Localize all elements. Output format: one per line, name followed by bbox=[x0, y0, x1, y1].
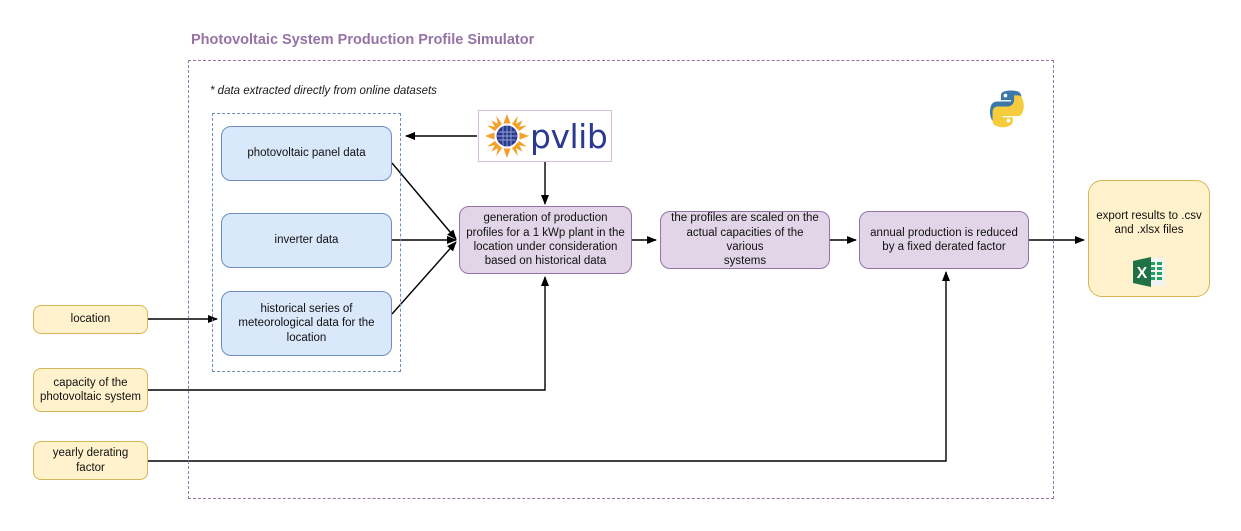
node-meteorological-data[interactable]: historical series of meteorological data… bbox=[221, 291, 392, 356]
node-label: photovoltaic panel data bbox=[247, 147, 366, 160]
node-inverter-data[interactable]: inverter data bbox=[221, 213, 392, 268]
node-label: inverter data bbox=[274, 234, 339, 247]
connector-panel-data-to-generation bbox=[391, 162, 457, 240]
pvlib-sun-icon bbox=[485, 114, 529, 158]
connector-derating-to-derating-applied bbox=[148, 271, 950, 462]
node-label: capacity of the photovoltaic system bbox=[40, 376, 141, 403]
node-label: generation of production profiles for a … bbox=[466, 212, 625, 268]
node-label: annual production is reduced by a fixed … bbox=[870, 226, 1018, 253]
node-input-derating-factor[interactable]: yearly derating factor bbox=[33, 441, 148, 480]
node-process-generation[interactable]: generation of production profiles for a … bbox=[459, 206, 632, 274]
python-logo-icon bbox=[989, 90, 1024, 128]
page-title: Photovoltaic System Production Profile S… bbox=[191, 32, 535, 48]
online-datasets-boundary bbox=[212, 113, 401, 372]
node-input-location[interactable]: location bbox=[33, 305, 148, 334]
node-label: export results to .csv and .xlsx files bbox=[1096, 210, 1202, 237]
pvlib-logo: pvlib bbox=[478, 110, 612, 162]
node-input-capacity[interactable]: capacity of the photovoltaic system bbox=[33, 368, 148, 412]
node-label: the profiles are scaled on the actual ca… bbox=[671, 212, 819, 268]
node-label: historical series of meteorological data… bbox=[238, 302, 375, 344]
svg-text:X: X bbox=[1137, 265, 1148, 282]
connector-capacity-to-generation bbox=[148, 276, 549, 391]
node-label: location bbox=[70, 313, 111, 326]
node-label: yearly derating factor bbox=[52, 447, 129, 474]
node-photovoltaic-panel-data[interactable]: photovoltaic panel data bbox=[221, 126, 392, 181]
node-output-export[interactable]: export results to .csv and .xlsx files X bbox=[1088, 180, 1210, 297]
node-process-scaling[interactable]: the profiles are scaled on the actual ca… bbox=[660, 211, 830, 269]
outer-system-boundary bbox=[188, 60, 1054, 499]
datasets-footnote: * data extracted directly from online da… bbox=[210, 85, 437, 97]
pvlib-wordmark: pvlib bbox=[530, 116, 608, 156]
excel-icon: X bbox=[1133, 256, 1165, 287]
node-process-derating[interactable]: annual production is reduced by a fixed … bbox=[859, 211, 1029, 269]
connector-meteo-data-to-generation bbox=[391, 241, 457, 315]
